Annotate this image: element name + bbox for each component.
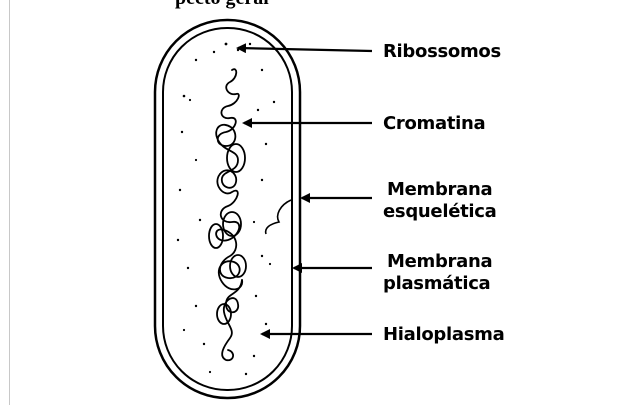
label-membrana-esqueletica-line2: esquelética [383, 201, 497, 222]
ribosome-dots [177, 43, 275, 376]
mesosome-fold [266, 200, 291, 234]
label-membrana-plasmatica-line2: plasmática [383, 273, 490, 294]
label-hialoplasma: Hialoplasma [383, 324, 504, 345]
plasma-membrane-outline [163, 28, 292, 390]
label-membrana-esqueletica-line1: Membrana [387, 179, 492, 200]
pointer-arrows [238, 48, 372, 334]
label-membrana-plasmatica-line1: Membrana [387, 251, 492, 272]
chromatin-strand [209, 69, 246, 360]
arrow-ribossomos [238, 48, 372, 51]
label-cromatina: Cromatina [383, 113, 485, 134]
label-ribossomos: Ribossomos [383, 41, 501, 62]
